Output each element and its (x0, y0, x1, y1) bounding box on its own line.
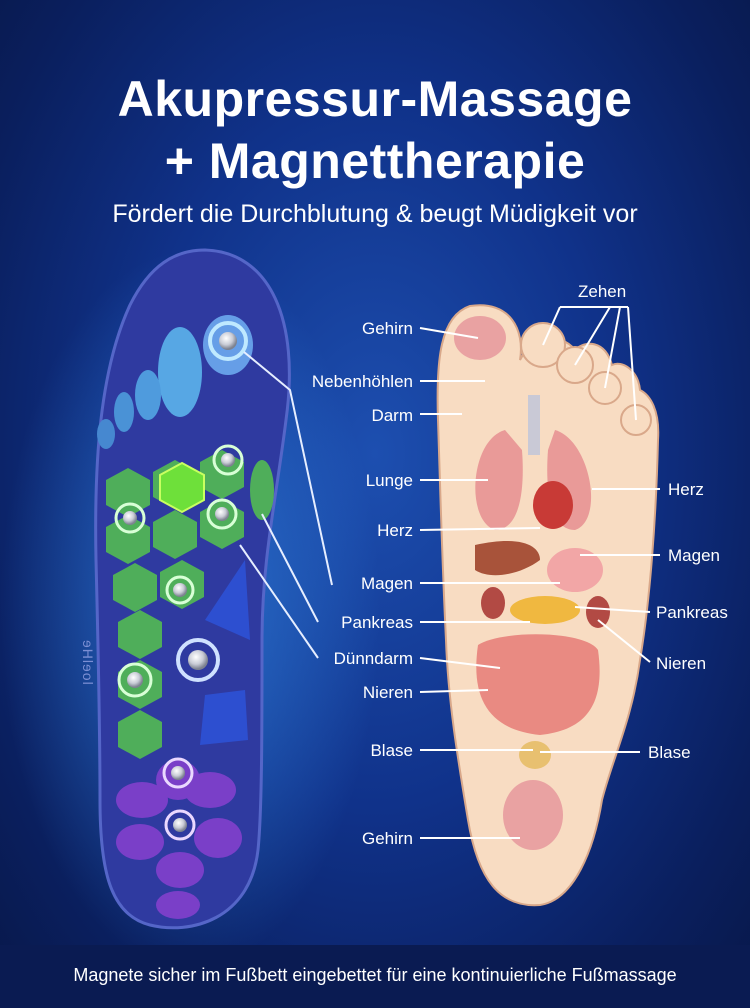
illustration (0, 248, 660, 945)
intestine-organ (476, 634, 600, 735)
insole (94, 248, 291, 930)
label-gehirn-top: Gehirn (361, 319, 413, 338)
heart-organ (533, 481, 573, 529)
label-blase-right: Blase (648, 743, 691, 762)
footer-bar: Magnete sicher im Fußbett eingebettet fü… (0, 945, 750, 1008)
label-pankreas-left: Pankreas (341, 613, 413, 632)
blue-wedge (205, 560, 250, 640)
magnets (114, 321, 248, 841)
title-line-2: + Magnettherapie (164, 133, 586, 189)
label-magen-right: Magen (668, 546, 720, 565)
green-center-hex (159, 461, 205, 514)
label-nieren-left: Nieren (362, 683, 413, 702)
title-line-1: Akupressur-Massage (117, 71, 633, 127)
pancreas-organ (510, 596, 580, 624)
kidney-right-organ (586, 596, 610, 628)
label-darm: Darm (371, 406, 413, 425)
label-duenndarm: Dünndarm (333, 649, 413, 668)
brain-bottom-organ (503, 780, 563, 850)
bladder-organ (519, 741, 551, 769)
label-magen-left: Magen (361, 574, 413, 593)
label-nebenhoehlen: Nebenhöhlen (311, 372, 413, 391)
brain-top-organ (454, 316, 506, 360)
foot (436, 304, 660, 907)
toe-pad (158, 327, 202, 417)
foot-connectors (419, 306, 660, 839)
toe-pad (135, 370, 161, 420)
label-lunge: Lunge (365, 471, 413, 490)
insole-brand-text: ɘHlɘol (80, 640, 96, 686)
label-blase-left: Blase (370, 741, 413, 760)
trachea-organ (528, 395, 540, 455)
label-pankreas-right: Pankreas (656, 603, 728, 622)
label-zehen: Zehen (578, 282, 627, 301)
lung-left-organ (475, 430, 523, 530)
toe-pad (114, 392, 134, 432)
purple-zone (116, 760, 242, 919)
insole-connectors (239, 351, 333, 659)
blue-wedge (200, 690, 248, 745)
stomach-organ (547, 548, 603, 592)
toe-pad (97, 419, 115, 449)
label-nieren-right: Nieren (656, 654, 707, 673)
kidney-left-organ (481, 587, 505, 619)
label-herz-right: Herz (668, 480, 704, 499)
label-gehirn-bottom: Gehirn (361, 829, 413, 848)
footer-text: Magnete sicher im Fußbett eingebettet fü… (73, 965, 677, 985)
liver-organ (475, 540, 540, 576)
subtitle: Fördert die Durchblutung & beugt Müdigke… (112, 200, 638, 228)
label-herz-left: Herz (377, 521, 413, 540)
